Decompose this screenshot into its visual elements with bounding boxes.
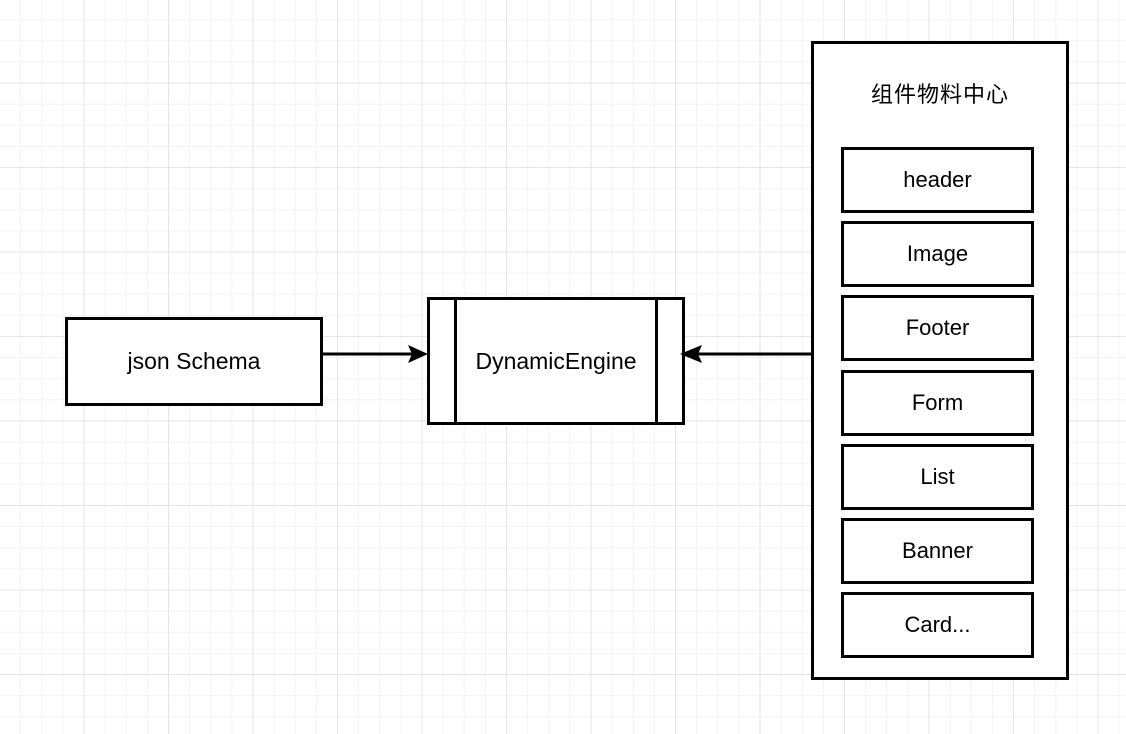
material-item-list-component[interactable]: List xyxy=(841,443,1034,510)
material-item-label: Image xyxy=(906,241,969,267)
connector-json-schema-to-dynamic-engine[interactable] xyxy=(320,344,432,364)
material-item-footer[interactable]: Footer xyxy=(841,295,1034,362)
material-item-label: Form xyxy=(911,389,964,415)
material-item-header[interactable]: header xyxy=(841,147,1034,213)
material-item-label: List xyxy=(920,463,955,489)
connector-material-center-to-dynamic-engine[interactable] xyxy=(680,344,814,364)
subroutine-bar-left xyxy=(454,297,457,425)
node-json-schema[interactable]: json Schema xyxy=(65,317,323,406)
material-item-label: Footer xyxy=(905,315,970,341)
node-material-center-panel[interactable]: 组件物料中心 header Image Footer Form List Ban… xyxy=(811,41,1069,680)
material-item-card[interactable]: Card... xyxy=(841,592,1034,659)
material-item-list: header Image Footer Form List Banner Car… xyxy=(841,147,1034,659)
node-json-schema-label: json Schema xyxy=(127,348,261,374)
material-item-label: Banner xyxy=(902,537,973,563)
subroutine-bar-right xyxy=(655,297,658,425)
node-dynamic-engine-label: DynamicEngine xyxy=(475,347,637,374)
material-item-banner[interactable]: Banner xyxy=(841,517,1034,584)
material-item-form[interactable]: Form xyxy=(841,369,1034,436)
material-item-label: header xyxy=(903,167,972,192)
node-dynamic-engine[interactable]: DynamicEngine xyxy=(427,297,685,425)
material-item-image[interactable]: Image xyxy=(841,221,1034,288)
material-center-title: 组件物料中心 xyxy=(870,82,1009,107)
material-item-label: Card... xyxy=(904,612,971,638)
